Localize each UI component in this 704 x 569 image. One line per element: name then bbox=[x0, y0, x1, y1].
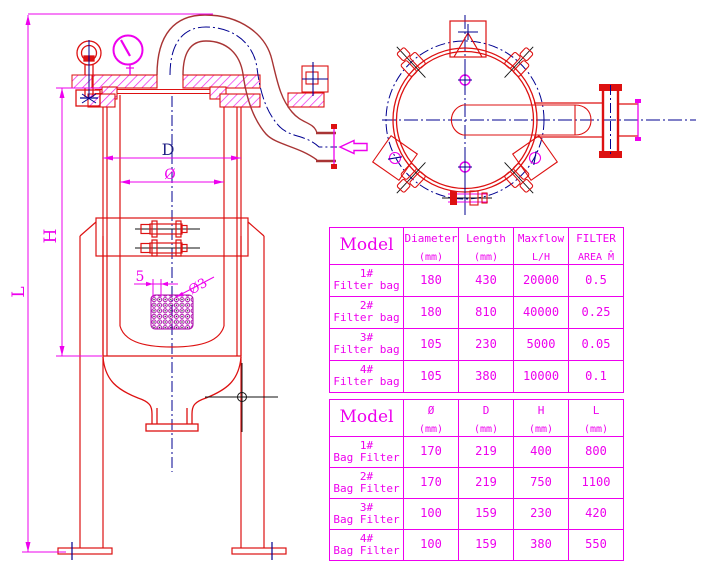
top-view-centerlines bbox=[382, 15, 696, 213]
col-header-length: Length (mm) bbox=[458, 227, 514, 265]
col-header-model: Model bbox=[329, 399, 404, 437]
col-header-diameter: Diameter (mm) bbox=[403, 227, 459, 265]
table-row: 1#Bag Filter 170 219 400 800 bbox=[329, 435, 624, 468]
col-header-maxflow: Maxflow L/H bbox=[513, 227, 569, 265]
top-view-drawing bbox=[371, 15, 696, 215]
col-header-d: D (mm) bbox=[458, 399, 514, 437]
dim-label-mesh-pitch: 5 bbox=[136, 269, 145, 285]
col-header-filter-area: FILTER AREA M̂ bbox=[568, 227, 624, 265]
dimensions bbox=[22, 13, 241, 553]
table-row: 3#Bag Filter 100 159 230 420 bbox=[329, 497, 624, 530]
bottom-hinge-bolt bbox=[442, 183, 492, 215]
col-header-h: H (mm) bbox=[513, 399, 569, 437]
lid-flange-assembly bbox=[87, 62, 329, 108]
clamp-plate-left bbox=[371, 134, 419, 182]
perforated-mesh bbox=[150, 294, 194, 330]
dim-label-L: L bbox=[9, 286, 29, 297]
table-row: 1#Filter bag 180 430 20000 0.5 bbox=[329, 263, 624, 297]
clamp-bolt-lower bbox=[135, 239, 200, 257]
col-header-model: Model bbox=[329, 227, 404, 265]
table-row: 4#Filter bag 105 380 10000 0.1 bbox=[329, 359, 624, 393]
outlet-nozzle-top bbox=[534, 84, 641, 158]
front-view-drawing: L H D Ø 5 Ø3 bbox=[9, 13, 368, 560]
col-header-l: L (mm) bbox=[568, 399, 624, 437]
lid-handle bbox=[450, 104, 592, 136]
support-legs bbox=[57, 221, 287, 560]
vessel-shell bbox=[102, 95, 242, 356]
top-bracket bbox=[449, 20, 487, 58]
cone-bottom-drain bbox=[102, 355, 242, 432]
filter-bag-spec-table: Model Diameter (mm) Length (mm) Maxflow … bbox=[329, 227, 624, 393]
outlet-pipe bbox=[156, 14, 337, 169]
dimension-labels: L H D Ø 5 Ø3 bbox=[9, 140, 210, 298]
clamp-plate-right bbox=[511, 134, 559, 182]
clamp-bolt-upper bbox=[135, 220, 200, 238]
outlet-flange bbox=[316, 124, 337, 169]
bag-filter-dimension-table: Model Ø (mm) D (mm) H (mm) L (mm) bbox=[329, 399, 624, 561]
bolt-hole-markers bbox=[458, 73, 472, 174]
flow-arrow-icon bbox=[338, 139, 368, 155]
dim-label-D: D bbox=[162, 140, 175, 159]
dim-label-H: H bbox=[41, 229, 61, 244]
table-header-row: Model Diameter (mm) Length (mm) Maxflow … bbox=[329, 227, 624, 265]
table-row: 2#Bag Filter 170 219 750 1100 bbox=[329, 466, 624, 499]
hinge-bracket bbox=[301, 62, 329, 96]
col-header-phi: Ø (mm) bbox=[403, 399, 459, 437]
center-mark-crosshair bbox=[205, 363, 278, 432]
table-row: 4#Bag Filter 100 159 380 550 bbox=[329, 528, 624, 561]
dim-label-phi: Ø bbox=[164, 167, 175, 183]
bag-clamp-band bbox=[95, 217, 249, 257]
pressure-gauge bbox=[112, 34, 144, 75]
table-row: 3#Filter bag 105 230 5000 0.05 bbox=[329, 327, 624, 361]
table-header-row: Model Ø (mm) D (mm) H (mm) L (mm) bbox=[329, 399, 624, 437]
table-row: 2#Filter bag 180 810 40000 0.25 bbox=[329, 295, 624, 329]
